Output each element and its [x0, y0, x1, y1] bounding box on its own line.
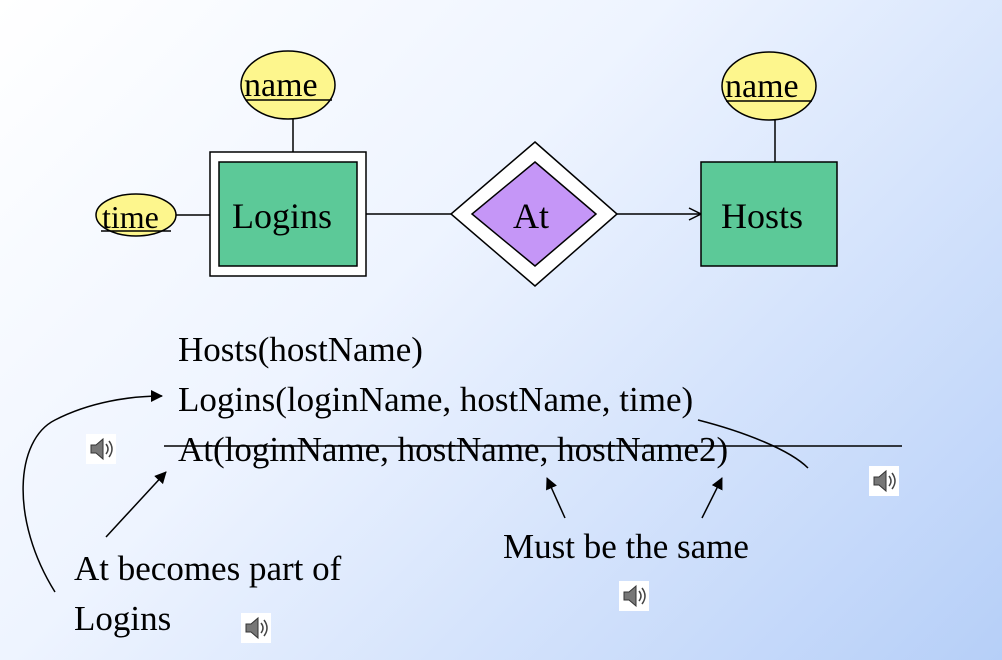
merge-curved-arrow	[22, 390, 163, 593]
at-relationship	[449, 141, 619, 287]
logins-entity	[209, 151, 367, 277]
speaker-icon[interactable]	[86, 434, 116, 464]
speaker-icon[interactable]	[241, 613, 271, 643]
hosts-name-label: name	[725, 68, 799, 105]
speaker-icon[interactable]	[869, 466, 899, 496]
hostname2-strike-curve	[697, 419, 809, 469]
hosts-relation: Hosts(hostName)	[178, 330, 423, 369]
speaker-icon[interactable]	[619, 581, 649, 611]
hosts-name-attribute	[721, 51, 817, 121]
at-relationship-label: At	[513, 196, 549, 236]
hosts-entity-label: Hosts	[721, 196, 804, 236]
logins-name-attribute	[240, 50, 336, 120]
same-arrow-left	[546, 477, 566, 519]
same-arrow-right	[701, 477, 723, 519]
merge-note-line1: At becomes part of	[74, 549, 342, 588]
merge-note-line2: Logins	[74, 599, 172, 638]
logins-name-label: name	[244, 67, 318, 104]
logins-time-label: time	[102, 199, 159, 235]
logins-time-attribute	[95, 193, 177, 237]
merge-straight-arrow	[105, 471, 167, 538]
logins-entity-label: Logins	[232, 196, 333, 236]
at-relation: At(loginName, hostName, hostName2)	[178, 430, 729, 469]
hosts-entity	[700, 161, 838, 267]
same-note: Must be the same	[503, 527, 749, 566]
logins-relation: Logins(loginName, hostName, time)	[178, 380, 694, 419]
